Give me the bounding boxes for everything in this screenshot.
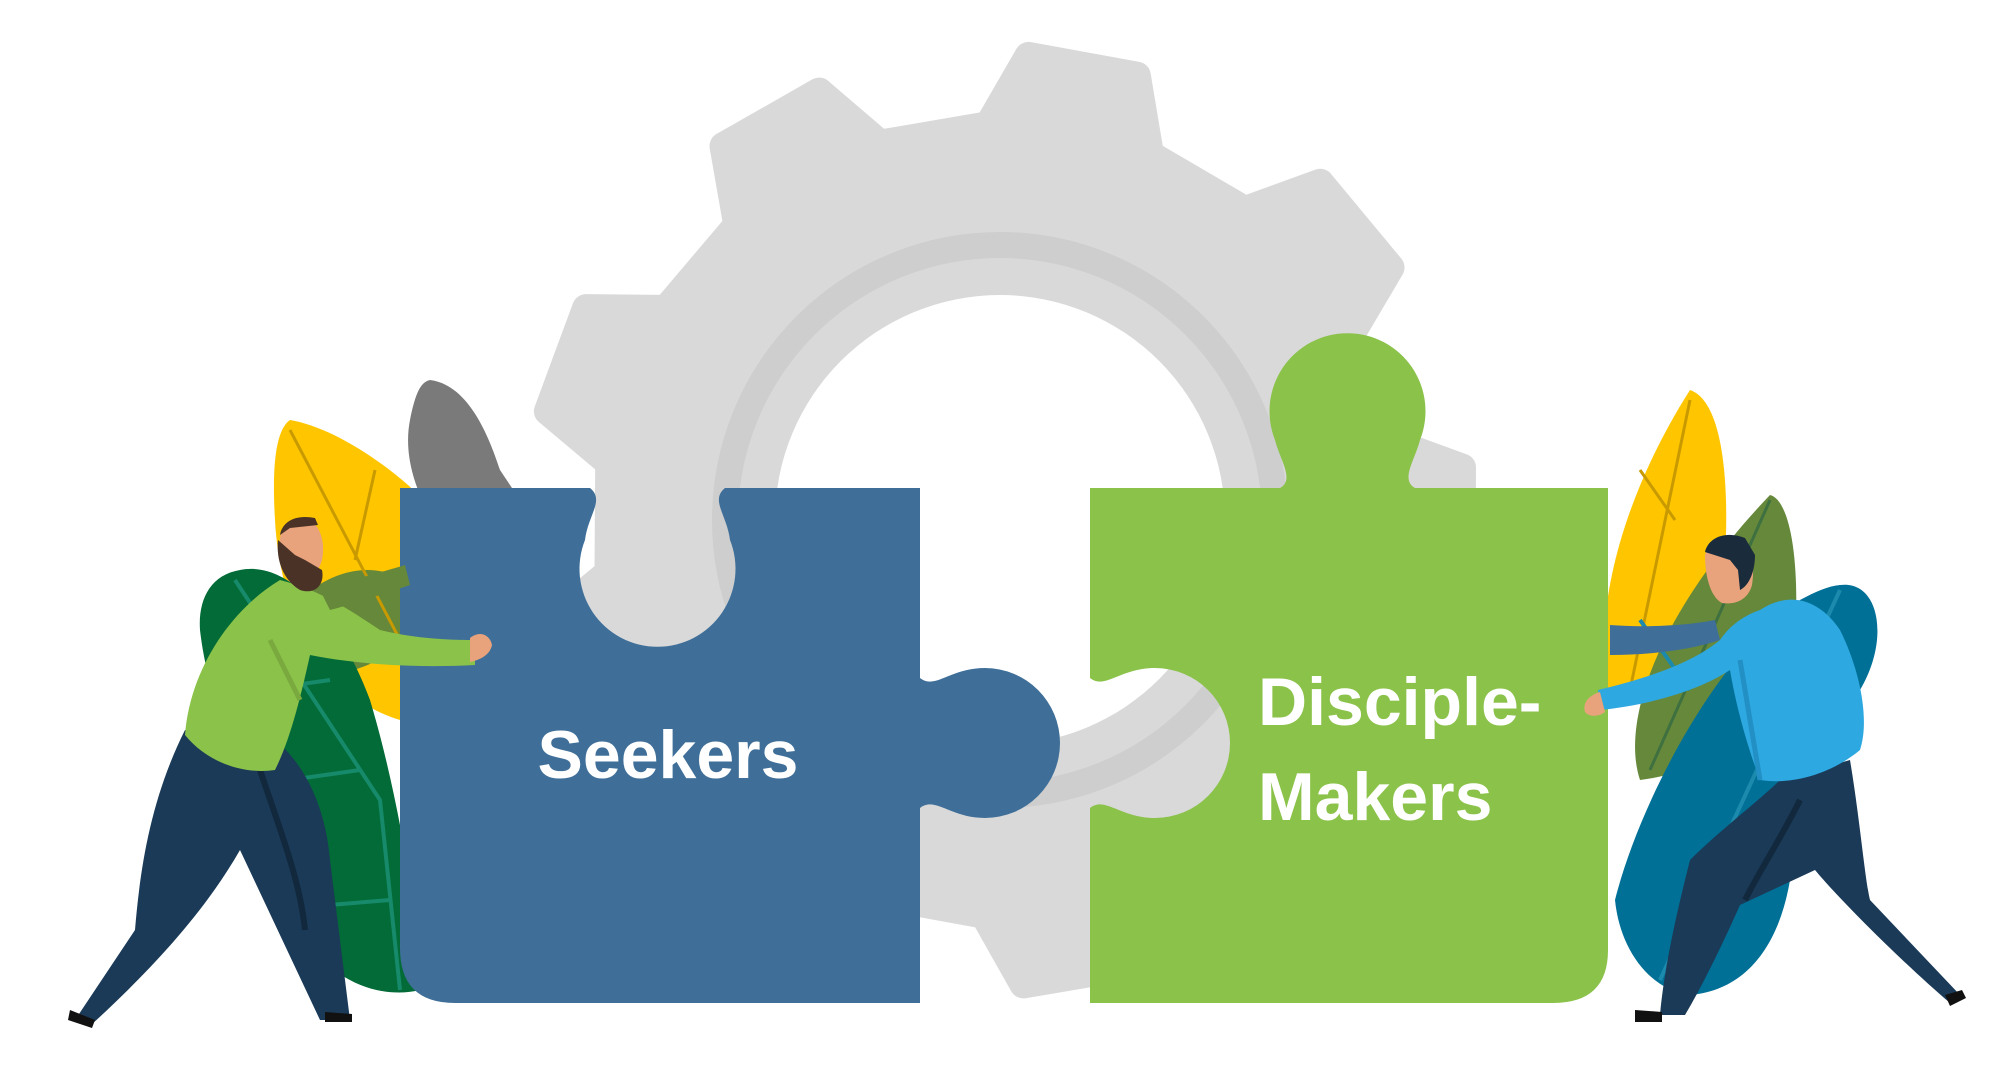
disciple-makers-label-line2: Makers [1258,759,1492,835]
puzzle-piece-seekers: Seekers [400,488,1060,1003]
man-pushing-icon [1584,534,1966,1022]
seekers-label: Seekers [538,717,799,793]
puzzle-piece-disciple-makers: Disciple- Makers [1090,333,1608,1003]
man-pushing-icon [68,516,492,1028]
disciple-makers-label-line1: Disciple- [1258,664,1541,740]
